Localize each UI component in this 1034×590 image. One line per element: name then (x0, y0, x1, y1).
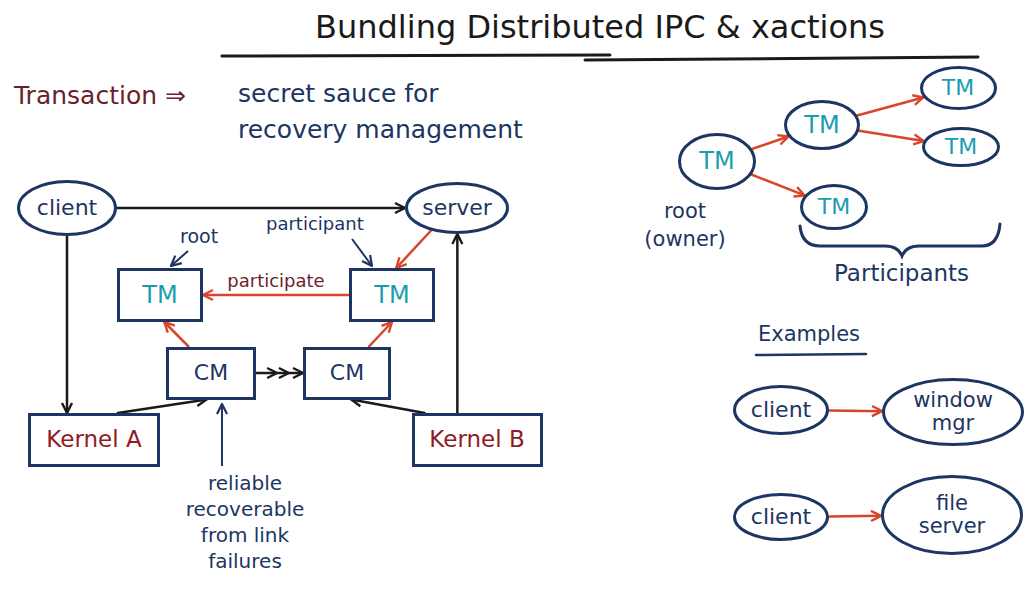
node-label: file server (902, 492, 1002, 538)
node-label: CM (330, 361, 364, 385)
connector-group (67, 97, 924, 516)
connector-arrow (203, 294, 349, 297)
leader-line (171, 251, 188, 266)
node-label: TM (818, 195, 850, 219)
edge-label: participate (224, 270, 327, 291)
ellipse-node: file server (881, 475, 1023, 555)
ellipse-shape (883, 477, 1022, 554)
annotation-text: Examples (758, 322, 860, 346)
node-label: Kernel B (429, 427, 524, 452)
leader-line (352, 239, 372, 266)
node-label: server (422, 196, 492, 220)
connector-arrow (829, 515, 881, 518)
leader-line (221, 404, 223, 466)
ellipse-node: TM (678, 133, 756, 190)
title-underline (585, 57, 978, 60)
ellipse-shape (884, 379, 1023, 444)
connector-arrow (164, 322, 188, 347)
ellipse-shape (786, 102, 859, 149)
annotation-text: root (owner) (630, 197, 740, 253)
annotation-text: Participants (834, 260, 969, 286)
connector-arrow (829, 409, 882, 412)
ellipse-shape (802, 186, 867, 229)
connector-arrow (118, 400, 207, 414)
node-label: CM (194, 361, 228, 385)
node-label: Kernel A (46, 427, 141, 452)
node-label: TM (945, 135, 977, 159)
annotation-text: Transaction ⇒ (14, 82, 186, 111)
ellipse-shape (921, 68, 995, 109)
node-label: client (751, 398, 811, 422)
ellipse-node: client (733, 385, 829, 435)
node-label: TM (804, 112, 839, 138)
ellipse-shape (924, 129, 999, 166)
heading-underline (756, 354, 866, 355)
node-label: TM (942, 76, 974, 100)
ellipse-shape (735, 495, 828, 540)
node-label: TM (142, 282, 177, 308)
diagram-title: Bundling Distributed IPC & xactions (180, 8, 1020, 46)
process-box: TM (349, 268, 435, 322)
node-label: TM (374, 282, 409, 308)
ellipse-node: TM (800, 184, 868, 230)
process-box: CM (303, 347, 391, 400)
ellipse-node: window mgr (882, 378, 1024, 446)
connector-arrow (752, 137, 788, 149)
connector-arrow (859, 131, 924, 141)
connector-arrow (369, 322, 392, 347)
ellipse-shape (735, 387, 828, 434)
connector-arrow (351, 400, 424, 414)
process-box: Kernel A (28, 413, 160, 467)
ellipse-node: TM (784, 100, 860, 150)
process-box: CM (166, 347, 256, 400)
process-box: TM (117, 268, 203, 322)
node-label: window mgr (903, 389, 1003, 435)
connector-arrow (456, 234, 459, 413)
annotation-text: participant (266, 214, 364, 235)
connector-arrow (751, 175, 804, 196)
title-underline (222, 55, 610, 56)
connector-arrow (256, 372, 303, 375)
connector-arrow (857, 97, 923, 115)
ellipse-node: TM (922, 127, 1000, 167)
process-box: Kernel B (412, 413, 543, 467)
ellipse-node: client (733, 493, 829, 541)
annotation-text: secret sauce for recovery management (238, 76, 548, 148)
annotation-text: root (180, 226, 218, 248)
node-label: client (751, 505, 811, 529)
connector-arrow (117, 207, 405, 210)
ellipse-shape (19, 182, 116, 235)
connector-arrow (66, 236, 69, 413)
ellipse-shape (680, 134, 755, 188)
node-label: client (37, 196, 97, 220)
ellipse-shape (407, 184, 508, 233)
node-label: TM (699, 148, 734, 174)
connector-arrow (396, 231, 431, 268)
annotation-text: reliable recoverable from link failures (170, 470, 320, 574)
ellipse-node: TM (920, 66, 997, 110)
ellipse-node: server (405, 182, 509, 234)
ellipse-node: client (17, 180, 117, 236)
